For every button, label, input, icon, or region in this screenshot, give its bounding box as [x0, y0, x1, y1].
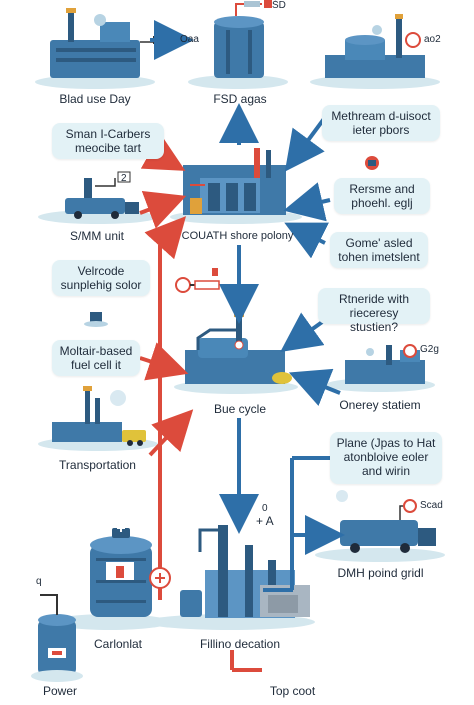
node-gome-asled: Gome' asled tohen imetslent — [330, 232, 428, 268]
valve-icon — [84, 156, 379, 589]
tag-sd: ŠD — [272, 0, 286, 11]
node-plane: Plane (Jpas to Hat atonbloive eoler and … — [330, 432, 442, 484]
node-fsd-gas: FSD agas — [213, 92, 267, 106]
tank-icon — [90, 524, 152, 617]
node-bue-cycle: Bue cycle — [213, 402, 267, 416]
node-fillino: Fillino decation — [199, 637, 281, 651]
tag-scad: Scad — [420, 500, 443, 511]
node-center-label: COUATH shore polony — [181, 230, 294, 242]
flow-arrows-blue — [150, 20, 345, 592]
node-power: Power — [42, 684, 77, 698]
factory-icon — [50, 8, 176, 78]
tank-icon — [31, 594, 83, 682]
node-moltair: Moltair-based fuel cell it — [52, 340, 140, 376]
truck-icon — [340, 499, 436, 553]
node-sman-carbers: Sman I-Carbers meocibe tart — [52, 123, 164, 159]
truck-icon — [65, 171, 139, 219]
node-rtneride: Rtneride with rieceresy stustien? — [318, 288, 430, 334]
tag-plus-a: + A — [256, 514, 274, 528]
node-blad-use-day: Blad use Day — [59, 92, 131, 106]
factory-icon — [325, 14, 425, 78]
node-carlonlat: Carlonlat — [93, 637, 143, 651]
factory-icon — [180, 525, 310, 618]
tag-zero: 0 — [262, 503, 268, 514]
factory-icon — [183, 148, 286, 215]
tag-oao: Oaa — [180, 34, 199, 45]
node-s-mm-unit: S/MM unit — [69, 229, 124, 243]
truck-icon — [52, 386, 146, 446]
factory-icon — [185, 312, 292, 384]
node-transportation: Transportation — [59, 458, 136, 472]
tag-g2g: G2g — [420, 344, 439, 355]
node-dmh-poind: DMH poind gridl — [337, 566, 424, 580]
node-velrcode: Velrcode sunplehig solor — [52, 260, 150, 296]
node-onerey-statiem: Onerey statiem — [339, 398, 421, 412]
tag-q: q — [36, 576, 42, 587]
node-top-coot: Top coot — [269, 684, 316, 698]
tag-two: 2 — [121, 173, 127, 184]
node-methream: Methream d-uisoct ieter pbors — [322, 105, 440, 141]
factory-icon — [345, 344, 425, 384]
tag-ao2: ao2 — [424, 34, 441, 45]
node-rersme-and: Rersme and phoehl. eglj — [334, 178, 430, 214]
tank-icon — [214, 0, 272, 78]
